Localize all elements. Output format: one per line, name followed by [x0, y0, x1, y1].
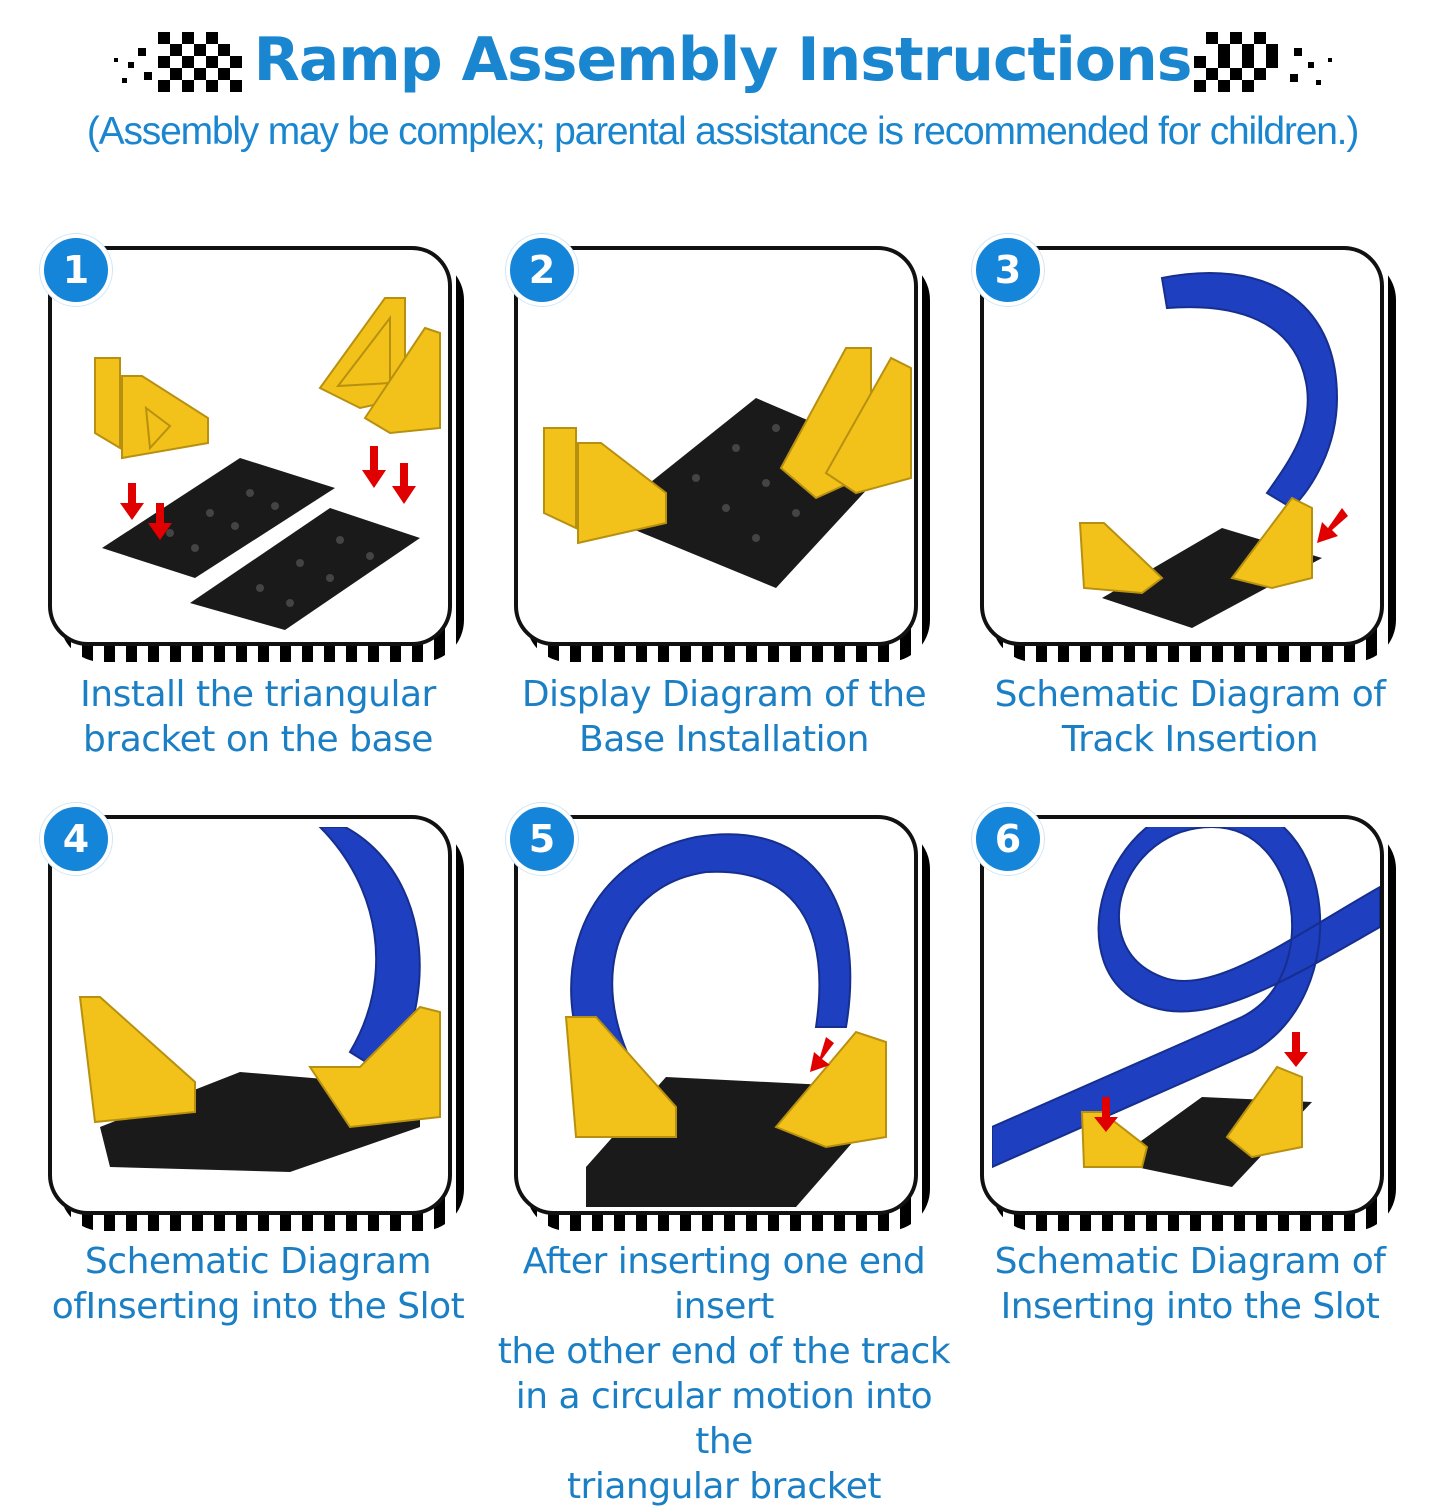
step-number-badge: 6 [972, 803, 1044, 875]
red-arrow-icon [810, 1037, 834, 1072]
caption-line: the other end of the track [497, 1331, 951, 1372]
blue-track [992, 827, 1380, 1169]
caption-line: in a circular motion into the [515, 1376, 933, 1462]
caption-line: Schematic Diagram of [994, 674, 1386, 715]
down-arrow-icon [1094, 1032, 1308, 1132]
caption-line: Inserting into the Slot [1000, 1286, 1380, 1327]
caption-line: ofInserting into the Slot [51, 1286, 465, 1327]
step-frame [514, 815, 934, 1235]
caption-line: Install the triangular [80, 674, 436, 715]
step-number-badge: 3 [972, 234, 1044, 306]
caption-line: Display Diagram of the [521, 674, 927, 715]
checkered-flag-icon [114, 32, 242, 92]
step-frame [48, 815, 468, 1235]
step-caption: Install the triangular bracket on the ba… [18, 672, 498, 762]
down-arrow-icon [120, 446, 416, 540]
step-caption: Display Diagram of the Base Installation [484, 672, 964, 762]
black-base-plate [102, 458, 420, 630]
step-number-badge: 2 [506, 234, 578, 306]
step-panel [48, 246, 452, 646]
final-ramp-illustration [992, 827, 1380, 1187]
triangular-bracket [543, 347, 912, 545]
base-installation-illustration [543, 347, 912, 588]
blue-track [1160, 272, 1339, 510]
step-frame [514, 246, 934, 666]
step-panel [980, 246, 1384, 646]
step-panel [514, 815, 918, 1215]
step-number-badge: 5 [506, 803, 578, 875]
caption-line: Schematic Diagram [84, 1241, 432, 1282]
caption-line: After inserting one end insert [522, 1241, 926, 1327]
step-number-badge: 1 [40, 234, 112, 306]
step-panel [48, 815, 452, 1215]
red-arrow-icon [1317, 508, 1348, 543]
triangular-bracket [1080, 1065, 1303, 1168]
caption-line: triangular bracket [566, 1466, 882, 1507]
step-number-badge: 4 [40, 803, 112, 875]
caption-line: Base Installation [579, 719, 870, 760]
track-insertion-illustration [1078, 272, 1348, 628]
caption-line: bracket on the base [83, 719, 433, 760]
header: Ramp Assembly Instructions [0, 18, 1445, 102]
checkered-flag-icon [1194, 32, 1332, 92]
triangular-bracket [318, 297, 441, 435]
step-caption: Schematic Diagram of Track Insertion [950, 672, 1430, 762]
page-title: Ramp Assembly Instructions [253, 25, 1193, 95]
step-panel [980, 815, 1384, 1215]
step-caption: Schematic Diagram of Inserting into the … [950, 1239, 1430, 1329]
triangular-bracket [94, 357, 209, 460]
blue-track [570, 833, 852, 1099]
caption-line: Schematic Diagram of [994, 1241, 1386, 1282]
slot-insertion-illustration [78, 827, 441, 1172]
triangular-bracket [564, 1016, 887, 1149]
step-caption: Schematic Diagram ofInserting into the S… [18, 1239, 498, 1329]
bracket-and-base-illustration [94, 297, 441, 630]
step-frame [980, 246, 1400, 666]
circular-insertion-illustration [564, 833, 887, 1207]
step-panel [514, 246, 918, 646]
step-caption: After inserting one end insert the other… [484, 1239, 964, 1509]
step-frame [48, 246, 468, 666]
triangular-bracket [1078, 496, 1313, 595]
page-subtitle: (Assembly may be complex; parental assis… [86, 110, 1359, 153]
step-frame [980, 815, 1400, 1235]
caption-line: Track Insertion [1061, 719, 1319, 760]
triangular-bracket [78, 996, 441, 1129]
